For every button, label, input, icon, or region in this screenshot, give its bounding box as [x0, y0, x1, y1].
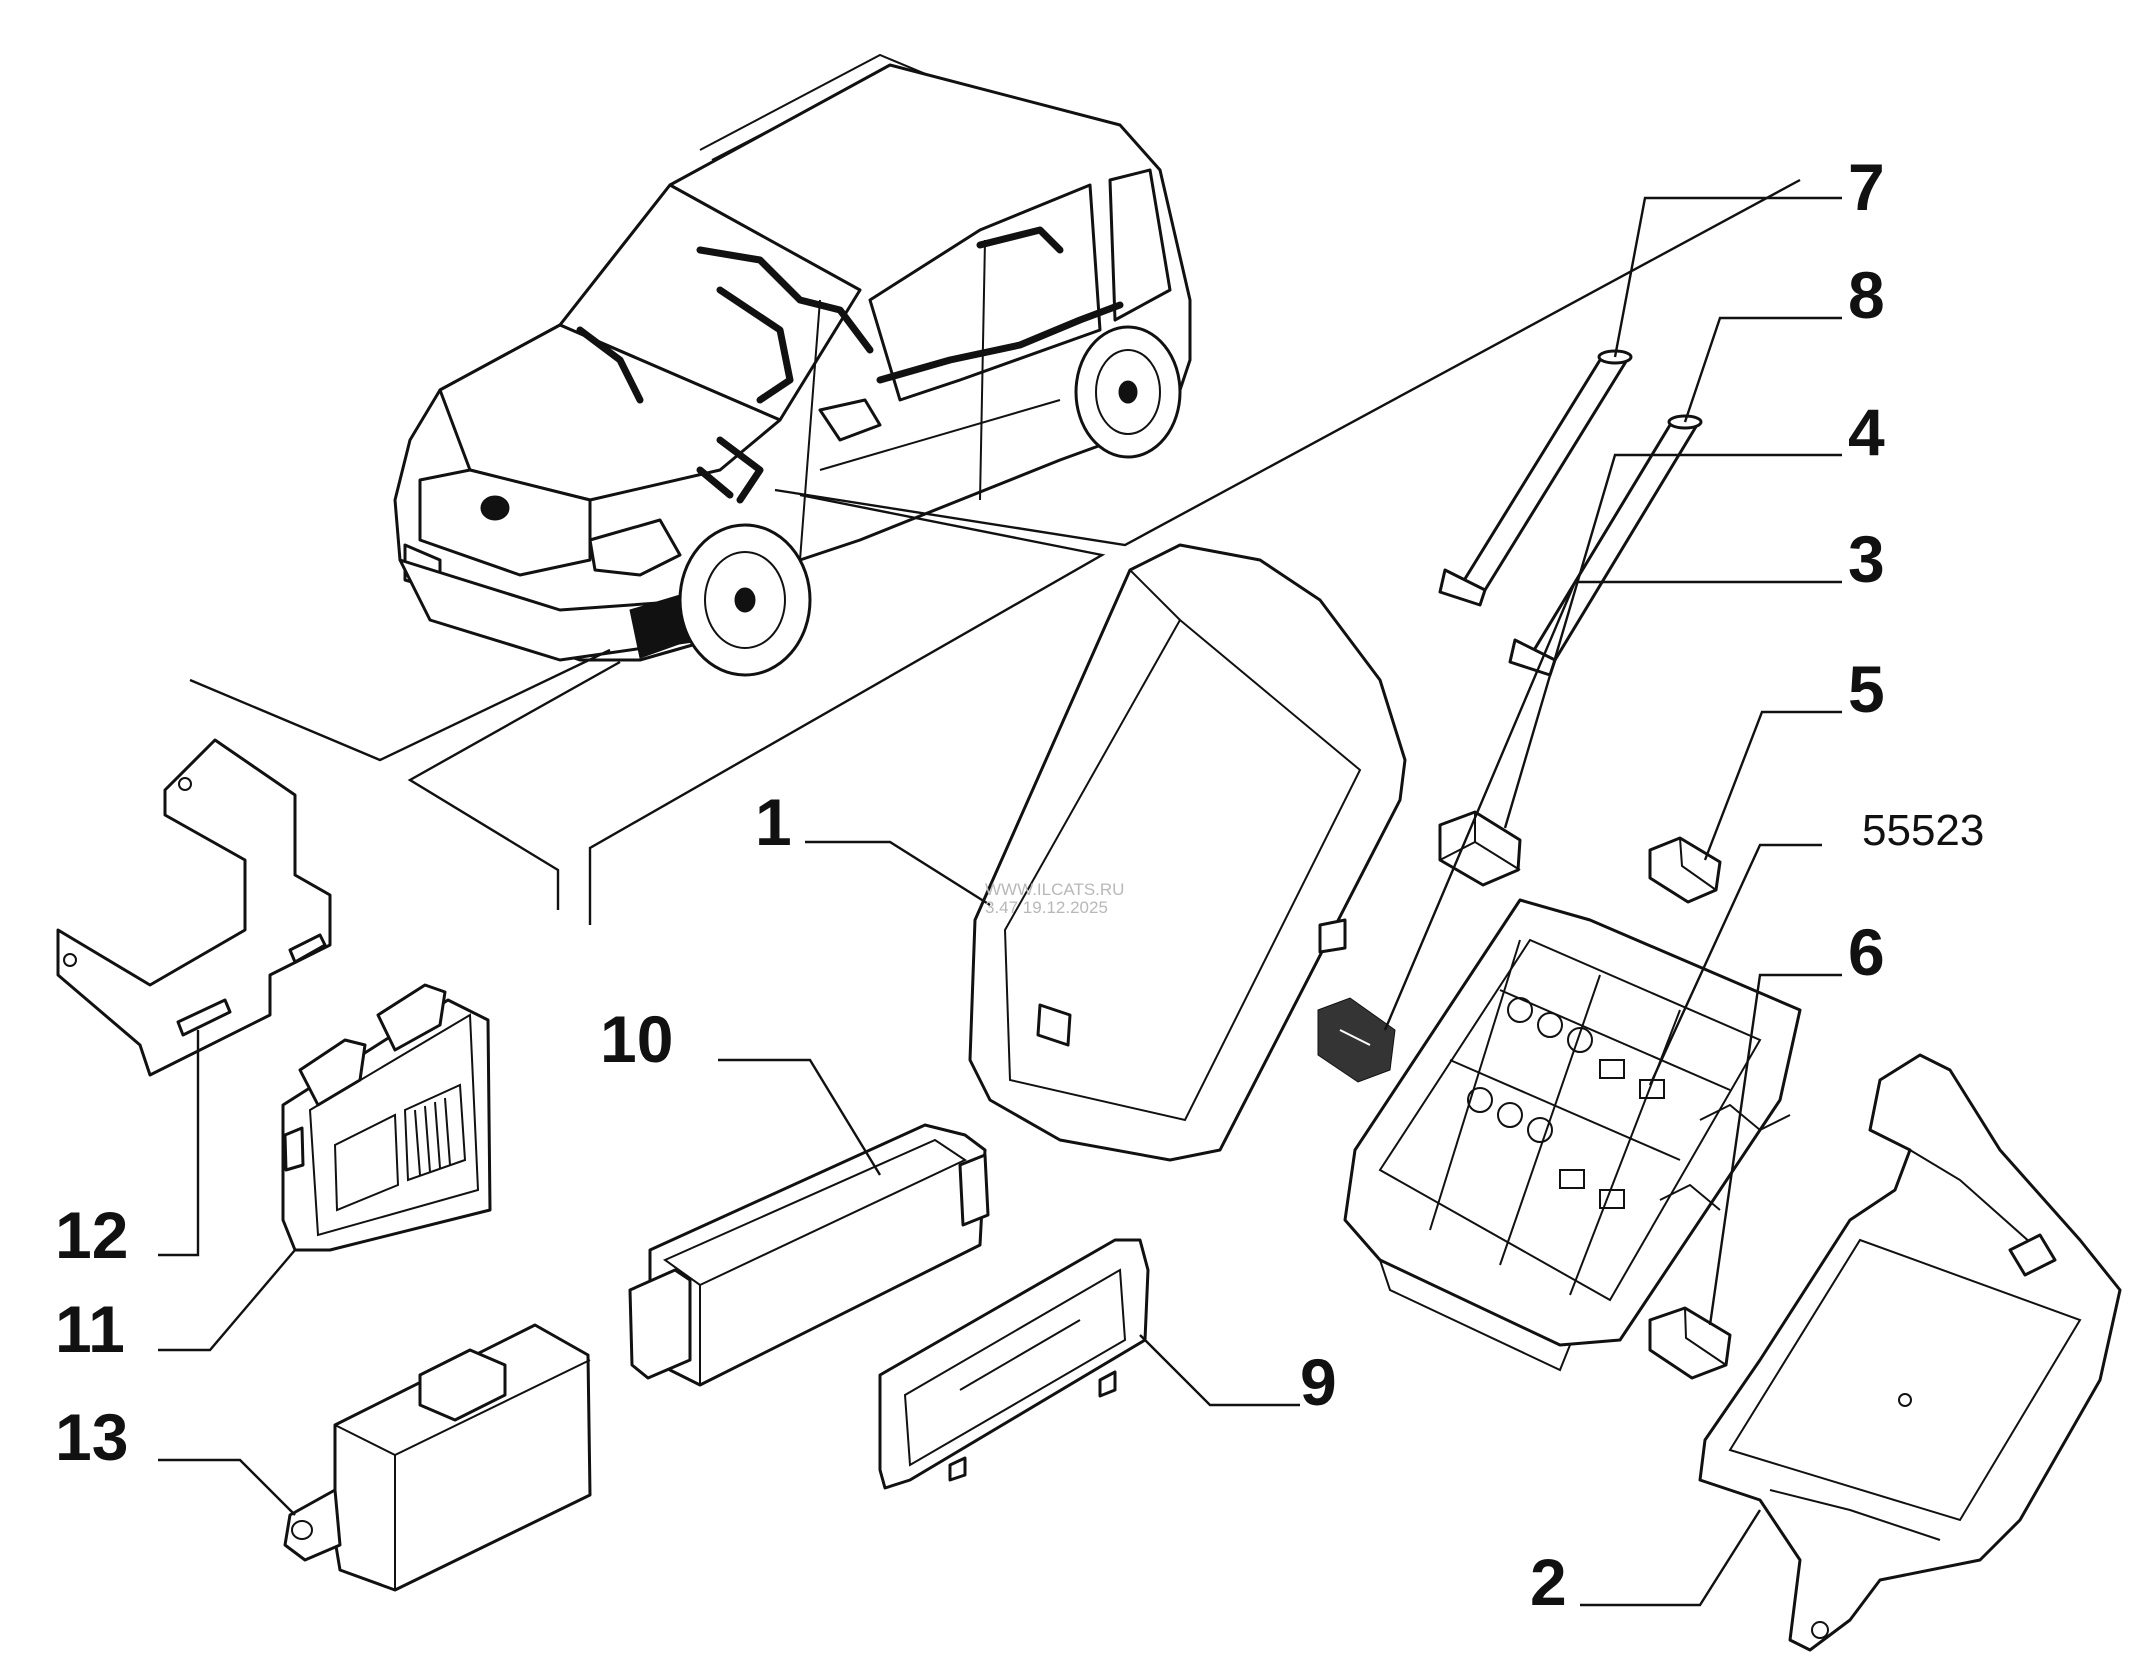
- callout-8: 8: [1848, 258, 1885, 332]
- callout-55523: 55523: [1862, 806, 1984, 855]
- part-2-bracket: [1698, 1053, 2122, 1652]
- part-11-ecu: [281, 983, 492, 1252]
- callout-labels: 7 8 4 3 5 55523 6 1 10 9 2 12 11 13: [55, 150, 1984, 1619]
- part-9-module: [878, 1238, 1150, 1490]
- watermark: WWW.ILCATS.RU 3.47 19.12.2025: [985, 880, 1124, 917]
- vehicle-illustration: [393, 53, 1192, 677]
- callout-1: 1: [755, 785, 792, 859]
- callout-13: 13: [55, 1400, 128, 1474]
- watermark-line-2: 3.47 19.12.2025: [985, 898, 1108, 917]
- guide-lines: [189, 178, 1801, 925]
- part-13-module: [283, 1323, 592, 1592]
- callout-12: 12: [55, 1198, 128, 1272]
- leader-lines: [158, 196, 1842, 1607]
- callout-10: 10: [600, 1002, 673, 1076]
- part-4-relay: [1438, 810, 1522, 887]
- watermark-line-1: WWW.ILCATS.RU: [985, 880, 1124, 899]
- callout-11: 11: [55, 1292, 125, 1366]
- callout-2: 2: [1530, 1545, 1567, 1619]
- callout-6: 6: [1848, 915, 1885, 989]
- part-1-housing: [968, 543, 1407, 1162]
- part-10-module: [628, 1123, 990, 1387]
- callout-7: 7: [1848, 150, 1885, 224]
- part-7-tube: [1438, 349, 1633, 607]
- part-55523-fusebox: [1343, 898, 1802, 1372]
- part-6-relay: [1648, 1306, 1732, 1380]
- callout-9: 9: [1300, 1345, 1337, 1419]
- callout-4: 4: [1848, 395, 1885, 469]
- part-12-bracket: [56, 738, 332, 1077]
- part-5-relay: [1648, 836, 1722, 904]
- callout-3: 3: [1848, 522, 1885, 596]
- callout-5: 5: [1848, 652, 1885, 726]
- part-3-relay: [1317, 997, 1396, 1083]
